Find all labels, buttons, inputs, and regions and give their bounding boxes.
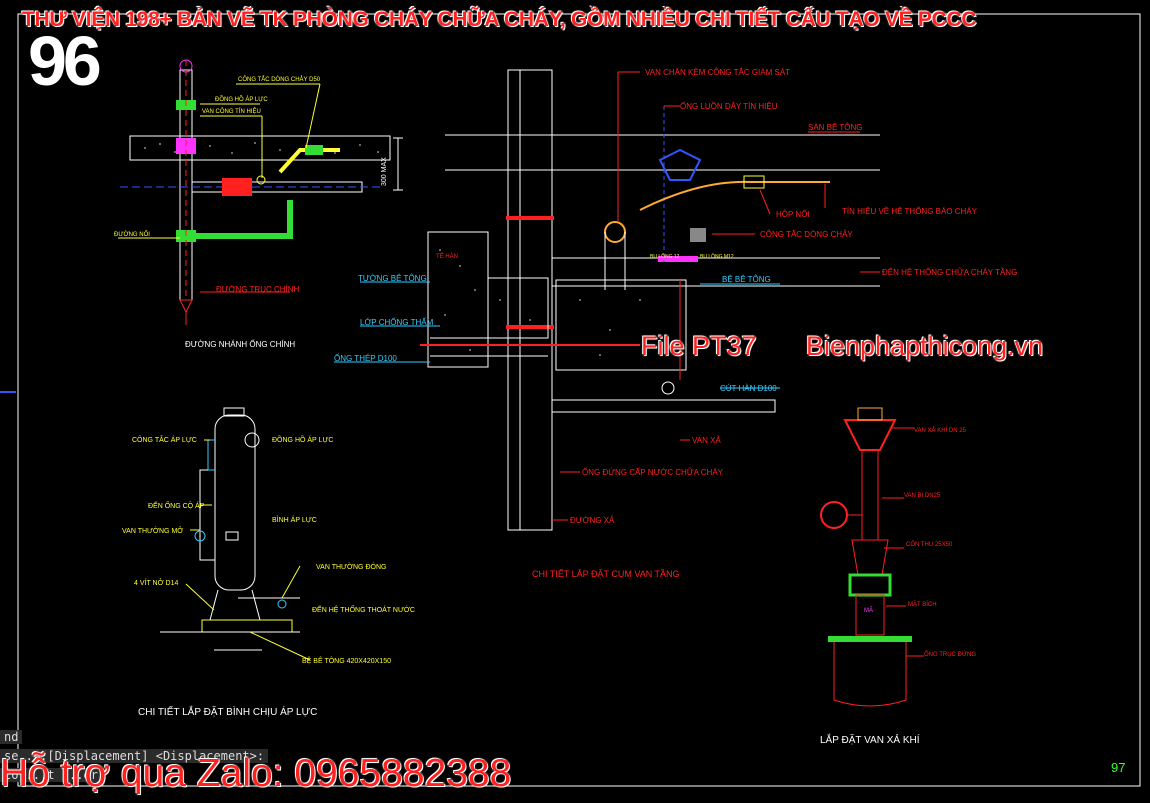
switch-pipe bbox=[278, 148, 340, 174]
junction-box-icon bbox=[743, 175, 765, 189]
command-line-3[interactable]: co ...t ...er bbox=[0, 768, 102, 782]
lbl-waterproof: LỚP CHỐNG THẤM bbox=[360, 317, 434, 327]
title-valve-assembly: CHI TIẾT LẮP ĐẶT CỤM VAN TẦNG bbox=[532, 569, 680, 579]
lbl-signal-valve: VAN CÔNG TÍN HIỆU bbox=[202, 107, 261, 115]
tank-valve-icon bbox=[194, 530, 206, 542]
command-line-1[interactable]: nd bbox=[0, 730, 23, 744]
riser-pipe bbox=[507, 69, 553, 531]
flow-arrow bbox=[179, 299, 193, 314]
lbl-flange: MẶT BÍCH bbox=[908, 601, 937, 608]
lbl-supervised-valve: VAN CHẶN KÈM CÔNG TẮC GIÁM SÁT bbox=[645, 68, 790, 77]
gate-valve-icon bbox=[222, 178, 252, 196]
sleeve-pipe bbox=[430, 337, 548, 357]
lbl-nc-valve-2: VAN THƯỜNG ĐÓNG bbox=[316, 562, 386, 571]
riser-flange-top bbox=[506, 216, 554, 220]
lbl-to-floor: ĐẾN HỆ THỐNG CHỮA CHÁY TẦNG bbox=[882, 267, 1017, 277]
sheet-number: 97 bbox=[1111, 760, 1126, 775]
air-valve-icon bbox=[843, 419, 897, 451]
title-air-valve: LẮP ĐẶT VAN XẢ KHÍ bbox=[820, 733, 920, 746]
lbl-air-valve: VAN XẢ KHÍ DN 25 bbox=[914, 427, 967, 434]
lbl-mark-b: BU LÔNG 12 bbox=[650, 253, 680, 260]
title-branch: ĐƯỜNG NHÁNH ỐNG CHÍNH bbox=[185, 339, 295, 349]
lbl-drain-valve: VAN XẢ bbox=[692, 436, 721, 445]
top-valve-icon bbox=[179, 59, 193, 73]
watermark-site: Bienphapthicong.vn bbox=[806, 331, 1044, 361]
floor-slab bbox=[445, 134, 880, 171]
branch-detail bbox=[118, 59, 403, 325]
slab-outline bbox=[129, 135, 391, 161]
lbl-elbow: CÚT HÀN D100 bbox=[720, 384, 777, 393]
lbl-bolts: 4 VÍT NỞ D14 bbox=[134, 578, 178, 587]
coupling-icon bbox=[848, 573, 892, 597]
lbl-mark-a: BU LÔNG M12 bbox=[700, 253, 734, 260]
title-pressure-tank: CHI TIẾT LẮP ĐẶT BÌNH CHỊU ÁP LỰC bbox=[138, 705, 317, 718]
lbl-pressure-switch: CÔNG TẮC ÁP LỰC bbox=[132, 435, 197, 444]
tank-base bbox=[201, 619, 293, 633]
lbl-reducer: CÔN THU 25X50 bbox=[906, 541, 953, 548]
pressure-tank-detail bbox=[160, 407, 311, 661]
lbl-tag: MÃ bbox=[864, 607, 873, 614]
lbl-ball-valve: VAN BI DN25 bbox=[904, 493, 941, 499]
lbl-alarm-signal: TÍN HIỆU VỀ HỆ THỐNG BÁO CHÁY bbox=[842, 206, 978, 216]
tank-gauge-icon bbox=[244, 432, 260, 448]
lbl-to-drain: ĐẾN HỆ THỐNG THOÁT NƯỚC bbox=[312, 604, 415, 614]
lbl-tank: BÌNH ÁP LỰC bbox=[272, 515, 317, 524]
reducer-icon bbox=[851, 539, 889, 576]
flange-icon bbox=[828, 636, 912, 642]
drain-pipe bbox=[552, 399, 776, 413]
lbl-main-line: ĐƯỜNG TRỤC CHÍNH bbox=[216, 285, 300, 294]
library-banner: THƯ VIỆN 198+ BẢN VẼ TK PHÒNG CHÁY CHỮA … bbox=[22, 8, 977, 31]
lbl-to-jockey: ĐẾN ỐNG CỘ ÁP bbox=[148, 500, 205, 510]
air-valve-detail bbox=[820, 407, 924, 707]
lbl-slab: SÀN BÊ TÔNG bbox=[808, 123, 863, 132]
valve-assembly-detail bbox=[334, 69, 880, 531]
page-number: 96 bbox=[28, 22, 102, 100]
concrete-base bbox=[555, 279, 687, 371]
lbl-flow-switch: CÔNG TẮC DÒNG CHẢY D50 bbox=[238, 75, 321, 83]
lbl-conduit: ỐNG LUỒN DÂY TÍN HIỆU bbox=[680, 101, 778, 111]
floor-pipe bbox=[552, 257, 880, 287]
riser-flange-bottom bbox=[506, 325, 554, 329]
lower-branch-pipe bbox=[192, 200, 293, 239]
supervised-valve-icon bbox=[604, 221, 626, 243]
ball-valve-wheel-icon bbox=[820, 501, 848, 529]
support-contact: Hỗ trợ qua Zalo: 0965882388 bbox=[0, 752, 512, 795]
pressure-tank bbox=[214, 414, 256, 591]
lbl-gauge: ĐỒNG HỒ ÁP LỰC bbox=[215, 96, 268, 103]
main-pipe-icon bbox=[833, 642, 907, 707]
gauge-icon bbox=[256, 175, 266, 185]
watermark-file: File PT37 bbox=[641, 331, 757, 361]
command-line-2[interactable]: se ...[Displacement] <Displacement>: bbox=[0, 749, 269, 763]
alarm-valve-icon bbox=[658, 148, 702, 181]
lbl-steel-pipe: ỐNG THÉP D100 bbox=[334, 353, 397, 363]
signal-cable bbox=[639, 180, 830, 211]
tank-bypass-pipe bbox=[199, 469, 215, 561]
lbl-main-pipe: ỐNG TRỤC ĐỨNG bbox=[924, 651, 976, 658]
lbl-finish: TẾ HÀN bbox=[436, 253, 458, 260]
lbl-riser: ỐNG ĐỨNG CẤP NƯỚC CHỮA CHÁY bbox=[582, 467, 724, 477]
concrete-wall bbox=[427, 231, 489, 368]
flow-switch-box bbox=[690, 228, 706, 242]
sheet-frame bbox=[17, 13, 1141, 787]
lbl-concrete-base: BỆ BÊ TÔNG bbox=[722, 275, 771, 284]
lbl-dim: 300 MAX bbox=[381, 157, 388, 186]
lbl-junction-box: HỘP NỐI bbox=[776, 209, 810, 219]
drain-valve-icon bbox=[661, 381, 675, 395]
lbl-tank-gauge: ĐỒNG HỒ ÁP LỰC bbox=[272, 434, 333, 444]
lbl-flow-switch-2: CÔNG TẮC DÒNG CHẢY bbox=[760, 230, 853, 239]
lbl-drain-line: ĐƯỜNG XẢ bbox=[570, 516, 615, 525]
lbl-base: BỆ BÊ TÔNG 420X420X150 bbox=[302, 656, 391, 665]
lbl-joint: ĐƯỜNG NỐI bbox=[114, 231, 150, 238]
flow-switch-icon bbox=[305, 145, 323, 155]
flow-switch-flange bbox=[658, 256, 698, 262]
lbl-nc-valve: VAN THƯỜNG MỞ bbox=[122, 526, 183, 535]
lbl-wall: TƯỜNG BÊ TÔNG bbox=[358, 274, 427, 283]
